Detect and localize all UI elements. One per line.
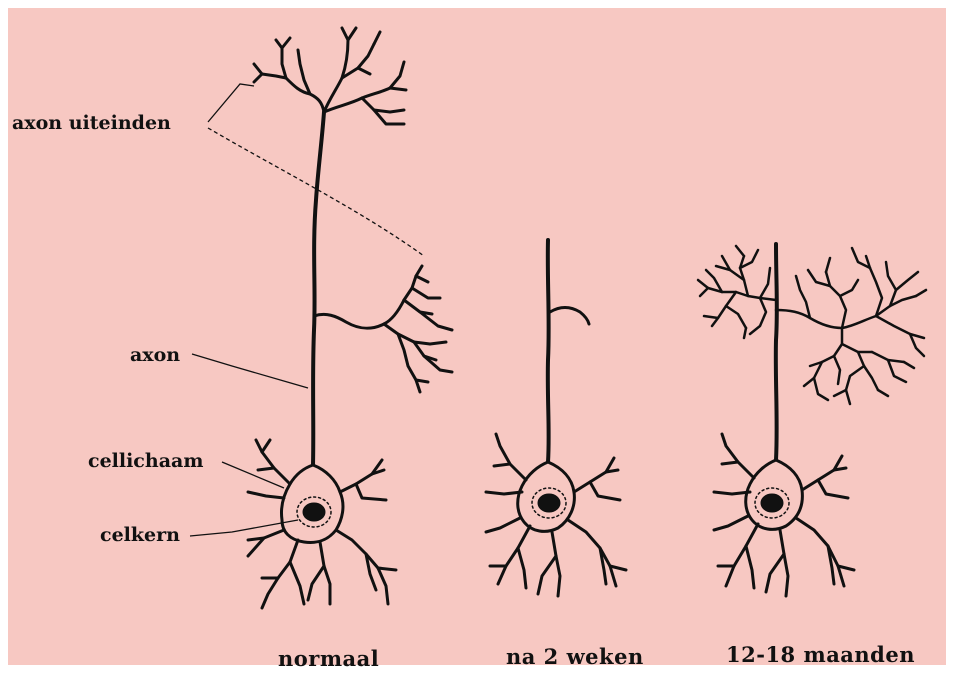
neuron-12m-axon xyxy=(776,244,777,460)
label-axon: axon xyxy=(130,346,180,365)
label-cell-body: cellichaam xyxy=(88,452,203,471)
neuron-normal-nucleus xyxy=(303,503,325,521)
caption-after-2-weeks: na 2 weken xyxy=(506,646,644,667)
caption-normal: normaal xyxy=(278,648,379,669)
label-nucleus: celkern xyxy=(100,526,180,545)
neuron-2wk-nucleus xyxy=(538,494,560,512)
neuron-2wk-axon xyxy=(548,240,549,462)
neuron-12m-nucleus xyxy=(761,494,783,512)
pink-panel xyxy=(8,8,946,665)
caption-12-18-months: 12-18 maanden xyxy=(726,644,915,665)
label-axon-terminals: axon uiteinden xyxy=(12,114,171,133)
